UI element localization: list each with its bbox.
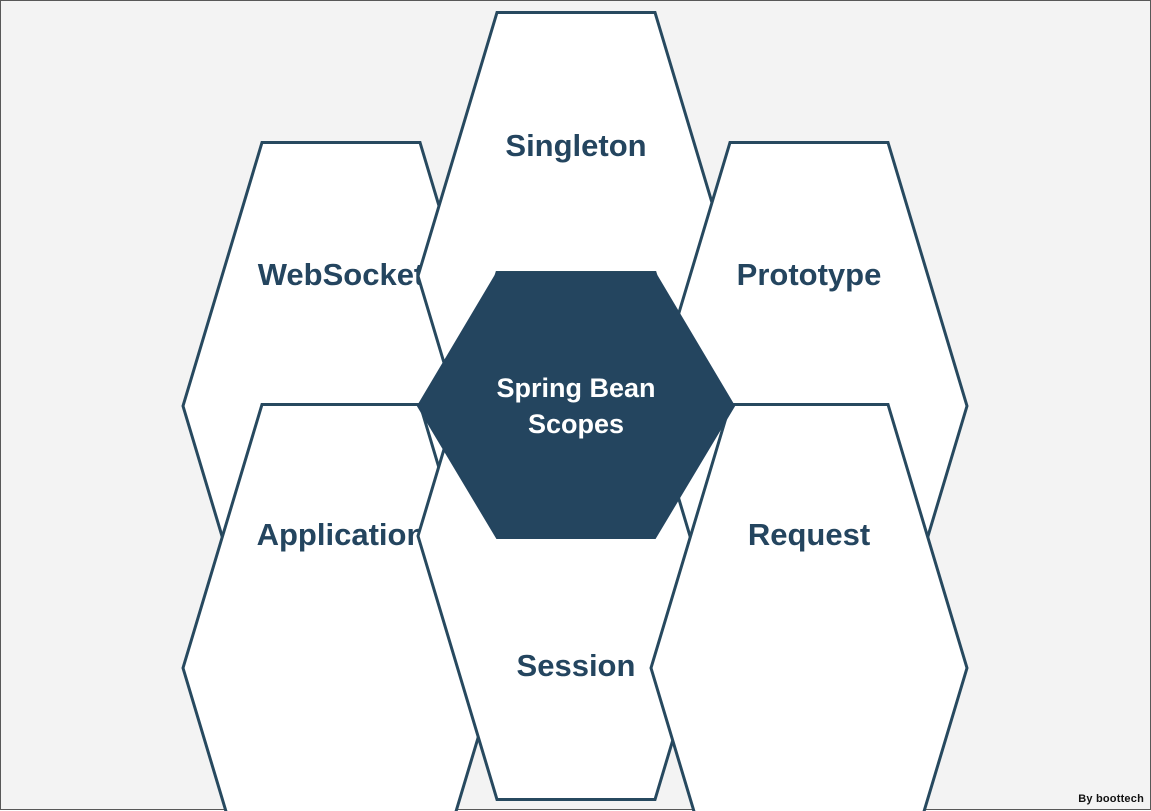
hex-label-application: Application [257, 517, 426, 552]
attribution-label: By boottech [1078, 793, 1144, 805]
hex-label-center-line1: Spring Bean [496, 373, 655, 403]
hex-label-singleton: Singleton [505, 128, 646, 163]
hex-label-websocket: WebSocket [258, 257, 425, 292]
hex-label-center-line2: Scopes [528, 409, 624, 439]
hex-label-prototype: Prototype [737, 257, 882, 292]
hex-label-session: Session [517, 648, 636, 683]
hex-label-request: Request [748, 517, 870, 552]
